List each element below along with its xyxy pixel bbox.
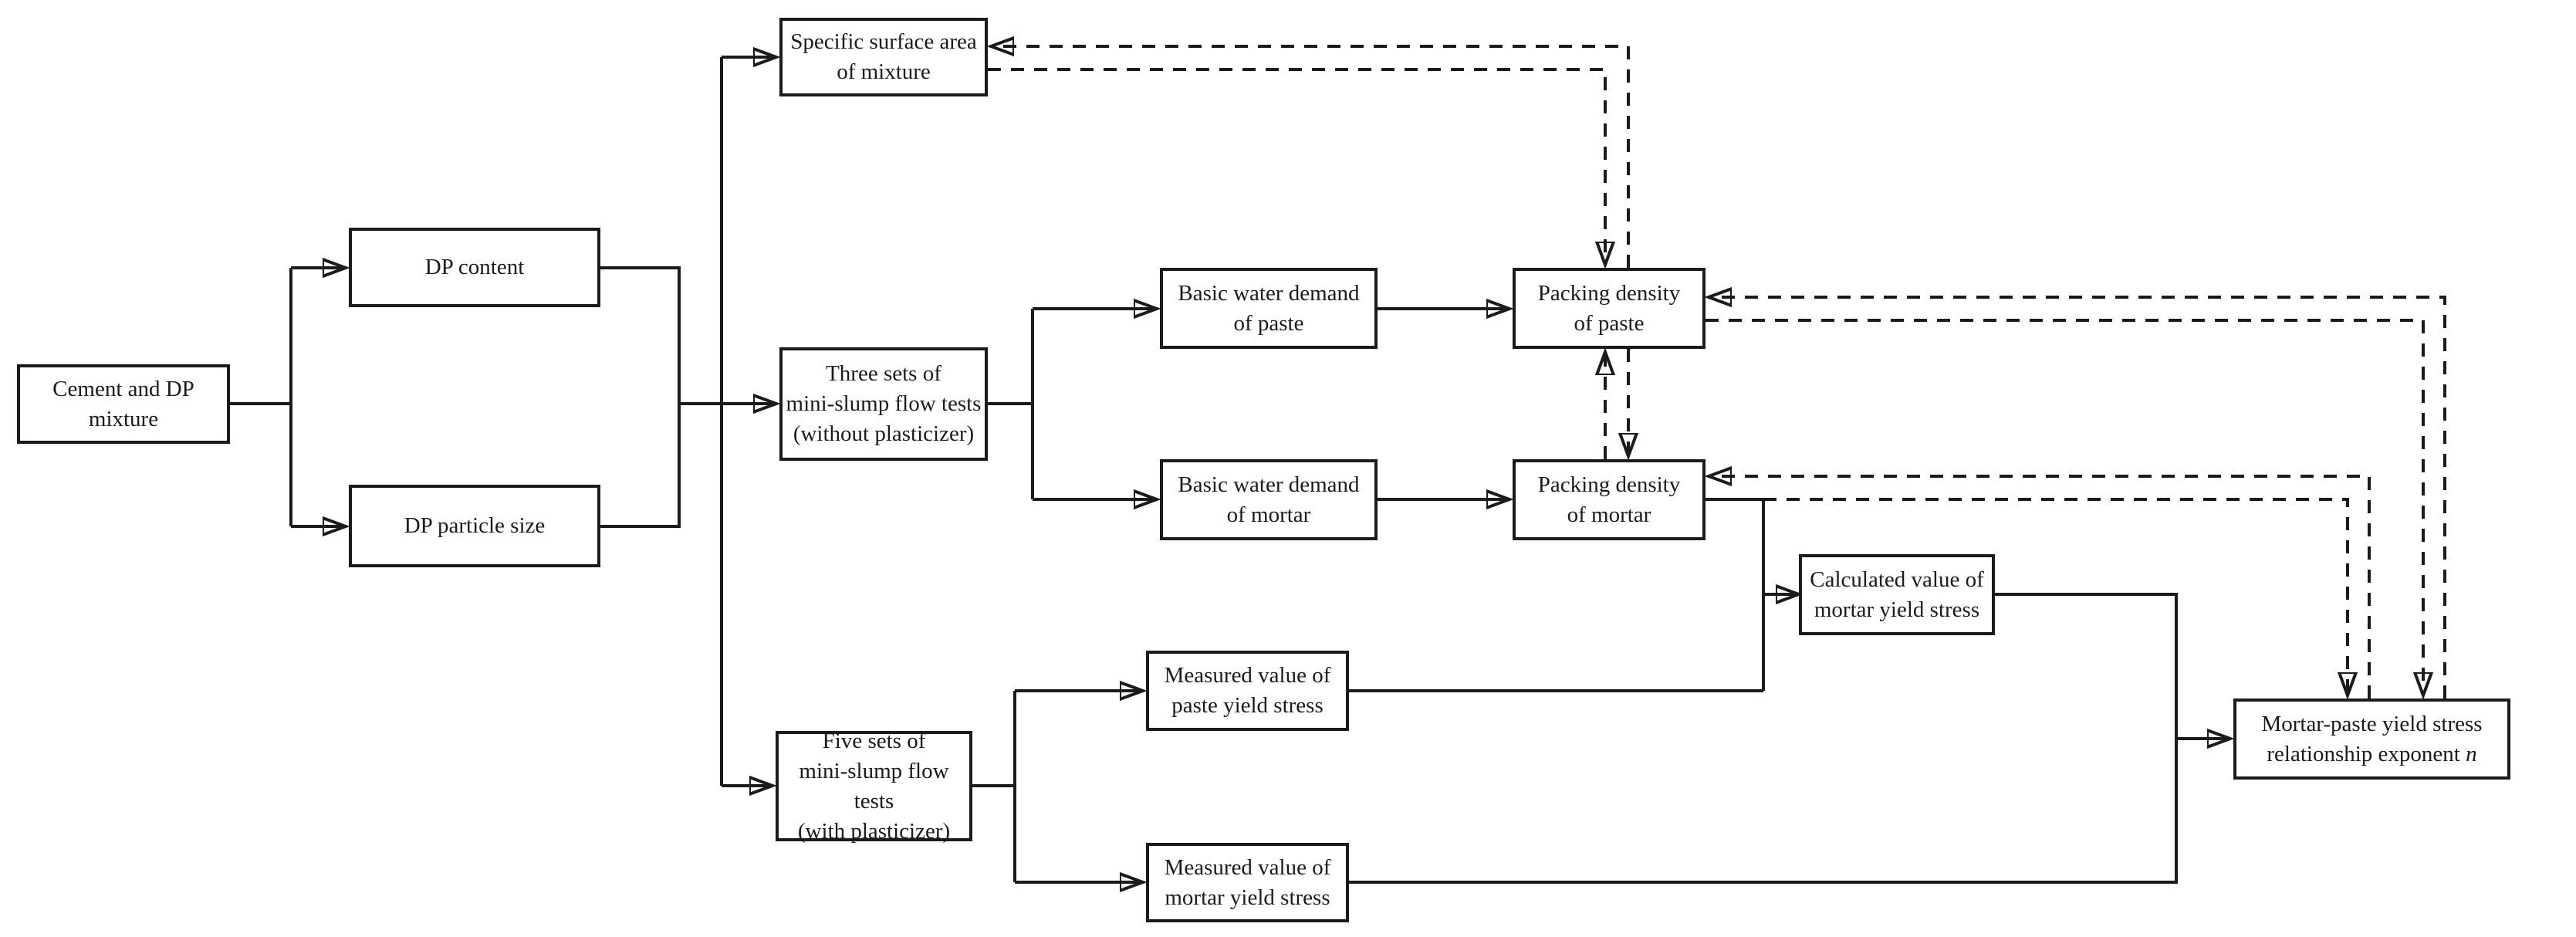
exponent-n-italic: n [2466, 741, 2477, 766]
edge-dp-content-to-merge [600, 266, 681, 404]
node-five-sets-mini-slump-label: Five sets of mini-slump flow tests (with… [797, 728, 951, 844]
node-basic-water-demand-mortar: Basic water demand of mortar [1160, 459, 1378, 540]
node-calculated-mortar-yield-stress-label: Calculated value of mortar yield stress [1810, 567, 1984, 622]
edge-dp-particle-size-to-merge [600, 404, 681, 528]
node-five-sets-mini-slump: Five sets of mini-slump flow tests (with… [776, 729, 972, 844]
dashed-packing-paste-to-exponent [1706, 319, 2423, 695]
node-specific-surface-area: Specific surface area of mixture [779, 18, 988, 96]
node-dp-particle-size: DP particle size [349, 485, 600, 567]
dashed-exponent-to-packing-mortar [1709, 476, 2371, 699]
node-measured-paste-yield-stress: Measured value of paste yield stress [1146, 651, 1349, 731]
node-cement-and-dp-mixture-label: Cement and DP mixture [52, 376, 194, 431]
dashed-packing-mortar-to-exponent [1763, 498, 2348, 695]
edge-measured-mortar-to-junction [1349, 739, 2178, 884]
node-packing-density-mortar: Packing density of mortar [1513, 459, 1706, 540]
node-basic-water-demand-paste-label: Basic water demand of paste [1178, 280, 1360, 336]
node-packing-density-paste-label: Packing density of paste [1537, 280, 1681, 336]
node-mortar-paste-exponent-label: Mortar-paste yield stress relationship e… [2261, 711, 2483, 766]
node-measured-mortar-yield-stress-label: Measured value of mortar yield stress [1164, 854, 1331, 910]
dashed-exponent-to-packing-paste [1709, 297, 2446, 699]
node-measured-mortar-yield-stress: Measured value of mortar yield stress [1146, 843, 1349, 922]
dashed-packing-paste-to-specific [991, 46, 1630, 268]
node-basic-water-demand-paste: Basic water demand of paste [1160, 268, 1378, 349]
node-packing-density-paste: Packing density of paste [1513, 268, 1706, 349]
node-three-sets-mini-slump: Three sets of mini-slump flow tests (wit… [779, 347, 988, 461]
edge-packing-mortar-to-junction [1706, 498, 1765, 691]
node-basic-water-demand-mortar-label: Basic water demand of mortar [1178, 472, 1360, 527]
node-mortar-paste-exponent: Mortar-paste yield stress relationship e… [2233, 699, 2510, 780]
node-dp-particle-size-label: DP particle size [404, 513, 546, 538]
node-dp-content: DP content [349, 228, 600, 307]
edge-calculated-out [1995, 593, 2178, 739]
node-cement-and-dp-mixture: Cement and DP mixture [17, 364, 230, 444]
node-packing-density-mortar-label: Packing density of mortar [1537, 472, 1681, 527]
node-dp-content-label: DP content [424, 255, 525, 279]
node-calculated-mortar-yield-stress: Calculated value of mortar yield stress [1799, 554, 1995, 635]
dashed-specific-to-packing-paste [988, 68, 1605, 265]
node-specific-surface-area-label: Specific surface area of mixture [790, 29, 977, 84]
node-measured-paste-yield-stress-label: Measured value of paste yield stress [1164, 663, 1331, 718]
node-three-sets-mini-slump-label: Three sets of mini-slump flow tests (wit… [786, 361, 982, 446]
